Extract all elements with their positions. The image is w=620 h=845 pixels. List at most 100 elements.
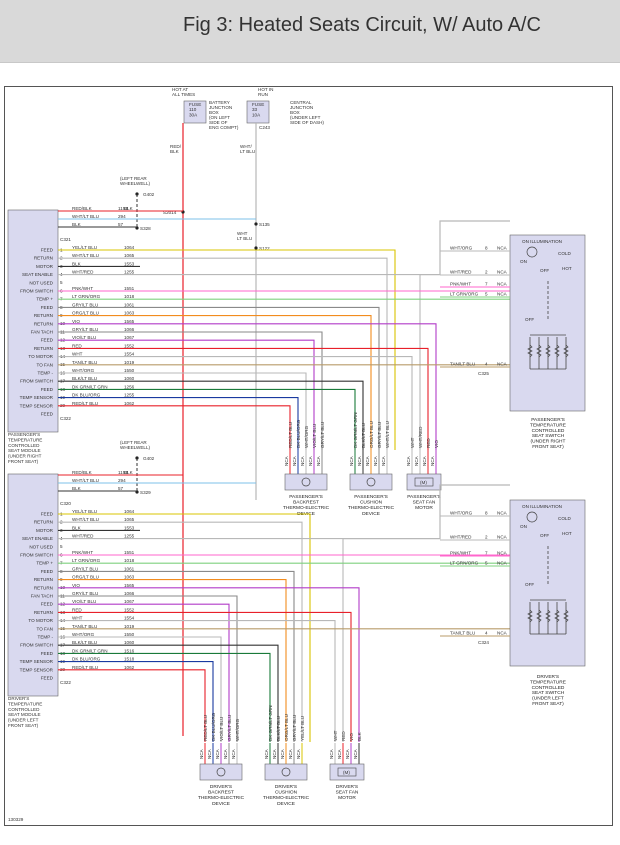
passenger-backrest-device-nca-label: NCA: [316, 455, 321, 466]
passenger-switch-label: CONTROLLED: [532, 428, 565, 434]
passenger-pin-label: FEED: [41, 387, 54, 392]
passenger-cushion-device-wire-label: WHT/LT BLU: [385, 421, 390, 448]
driver-top-wire-label: BLK: [72, 486, 82, 491]
passenger-pin-wire-label: YEL/LT BLU: [72, 245, 97, 250]
diagram-frame: [4, 86, 613, 826]
passenger-switch-wire-label: PNK/WHT: [450, 282, 471, 287]
driver-cushion-device-wire-label: DK GRN/LT GRN: [268, 705, 273, 741]
driver-pin-label: TO MOTOR: [28, 618, 53, 623]
driver-pin-wire-label: RED: [72, 607, 82, 612]
driver-pin-label: FEED: [41, 676, 54, 681]
driver-switch-pin-number: 4: [485, 631, 488, 636]
passenger-device-wire-12: [58, 339, 315, 450]
passenger-device-wire-11: [58, 331, 323, 450]
driver-switch-label: (UNDER LEFT: [532, 696, 564, 702]
driver-off-label: OFF: [540, 533, 549, 538]
passenger-backrest-device-label: THERMO-ELECTRIC: [283, 505, 330, 511]
driver-pin-label: FEED: [41, 651, 54, 656]
passenger-hot-label: HOT: [562, 266, 572, 271]
driver-device-wire-10: [58, 587, 360, 742]
passenger-cushion-device-nca-label: NCA: [365, 455, 370, 466]
passenger-pin-label: FEED: [41, 412, 54, 417]
passenger-switch-wire-label: WHT/RED: [450, 270, 472, 275]
driver-cushion-device-nca-label: NCA: [296, 748, 301, 759]
passenger-backrest-device-box: [284, 473, 328, 491]
driver-pin-wire-number: 1066: [124, 591, 135, 596]
driver-cushion-device-wire-label: GRY/LT BLU: [292, 715, 297, 741]
passenger-device-wire-13: [58, 347, 429, 450]
fuse-110-box: [183, 100, 207, 124]
driver-switch-nca-label: NCA: [497, 561, 508, 566]
passenger-top-wire-number: 57: [118, 222, 124, 227]
passenger-pin-wire-number: 1060: [124, 376, 135, 381]
driver-fan-motor-nca-label: NCA: [345, 748, 350, 759]
driver-pin-wire-number: 1064: [124, 509, 135, 514]
driver-backrest-device-wire-label: WHT/ORG: [235, 718, 240, 741]
driver-switch-wire-label: PNK/WHT: [450, 551, 471, 556]
passenger-backrest-device-wire-label: WHT/ORG: [304, 425, 309, 448]
driver-top-wire-label: RED/BLK: [72, 470, 93, 475]
figure-title: Fig 3: Heated Seats Circuit, W/ Auto A/C: [183, 14, 541, 36]
passenger-backrest-device-wire-label: RED/LT BLU: [288, 422, 293, 448]
passenger-switch-label: TEMPERATURE: [530, 422, 566, 428]
passenger-top-wire-label: WHT/LT BLU: [72, 214, 99, 219]
passenger-resistor-icon: [545, 344, 551, 358]
passenger-module-label: SEAT MODULE: [8, 448, 41, 453]
driver-top-wire-number: 1153: [118, 470, 128, 475]
battery-junction-box-label: (ON LEFT: [209, 115, 230, 120]
driver-pin-wire-number: 1518: [124, 657, 135, 662]
passenger-pin-wire-number: 1063: [124, 311, 135, 316]
passenger-pin-label: RETURN: [34, 256, 53, 261]
passenger-pin-label: RETURN: [34, 321, 53, 326]
passenger-pin-wire-number: 1067: [124, 335, 135, 340]
passenger-fan-motor-nca-label: NCA: [430, 455, 435, 466]
passenger-hidden: [420, 220, 510, 276]
passenger-fan-motor-wire-label: WHT: [410, 437, 415, 448]
fuse-110-text: 110: [189, 107, 197, 112]
driver-fan-motor-motor-icon: [337, 767, 357, 777]
passenger-pin-wire-label: BLK/LT BLU: [72, 376, 97, 381]
driver-fan-motor-nca-label: NCA: [329, 748, 334, 759]
driver-backrest-device-nca-label: NCA: [215, 748, 220, 759]
driver-connector-top-label: C320: [60, 501, 71, 506]
central-junction-box-label: BOX: [290, 110, 300, 115]
driver-pin-wire-number: 1061: [124, 566, 135, 571]
driver-backrest-device-nca-label: NCA: [223, 748, 228, 759]
hot-at-all-times-label: ALL TIMES: [172, 92, 195, 97]
passenger-pin-wire-number: 1565: [124, 319, 135, 324]
driver-pin-label: FEED: [41, 602, 54, 607]
driver-pin-label: TEMP +: [36, 561, 53, 566]
passenger-fan-motor-motor-icon: [414, 477, 434, 487]
driver-pin-wire-label: WHT: [72, 616, 83, 621]
passenger-illum-lamp-icon: [526, 246, 538, 258]
passenger-device-wire-2: [58, 257, 388, 450]
battery-junction-box-label: BATTERY: [209, 100, 230, 105]
driver-backrest-device-wire-label: DK BLU/ORG: [211, 712, 216, 741]
passenger-cushion-device-label: THERMO-ELECTRIC: [348, 505, 395, 511]
passenger-backrest-device-label: PASSENGER'S: [289, 494, 323, 500]
driver-pin-wire-label: GRY/LT BLU: [72, 566, 98, 571]
driver-pin-label: TEMP SENSOR: [20, 659, 54, 664]
passenger-switch-pin-number: 8: [485, 246, 488, 251]
passenger-pin-wire-label: PNK/WHT: [72, 286, 93, 291]
driver-backrest-device-box: [199, 763, 243, 781]
driver-pin-label: FROM SWITCH: [20, 643, 53, 648]
driver-pin-label: RETURN: [34, 585, 53, 590]
driver-cushion-device-label: DEVICE: [277, 801, 295, 807]
driver-pin-label: RETURN: [34, 520, 53, 525]
driver-switch-label: CONTROLLED: [532, 685, 565, 691]
driver-fan-motor-wire-label: WHT: [333, 730, 338, 741]
passenger-pin-wire-number: 1019: [124, 360, 135, 365]
fuse-33-box: [246, 100, 270, 124]
driver-fan-motor-label: MOTOR: [338, 795, 356, 801]
passenger-fan-motor-label: SEAT FAN: [413, 500, 436, 506]
passenger-switch-connector-label: C325: [478, 371, 489, 376]
driver-resistor-icon: [563, 609, 569, 623]
passenger-on-illumination-label: ON ILLUMINATION: [522, 239, 562, 244]
passenger-pin-label: TO FAN: [36, 362, 53, 367]
driver-pin-wire-label: WHT/RED: [72, 534, 94, 539]
driver-module-label: (UNDER LEFT: [8, 718, 39, 723]
passenger-pin-label: NOT USED: [29, 280, 53, 285]
passenger-backrest-device-thermo-icon: [301, 477, 311, 487]
passenger-module-label: PASSENGER'S: [8, 432, 40, 437]
